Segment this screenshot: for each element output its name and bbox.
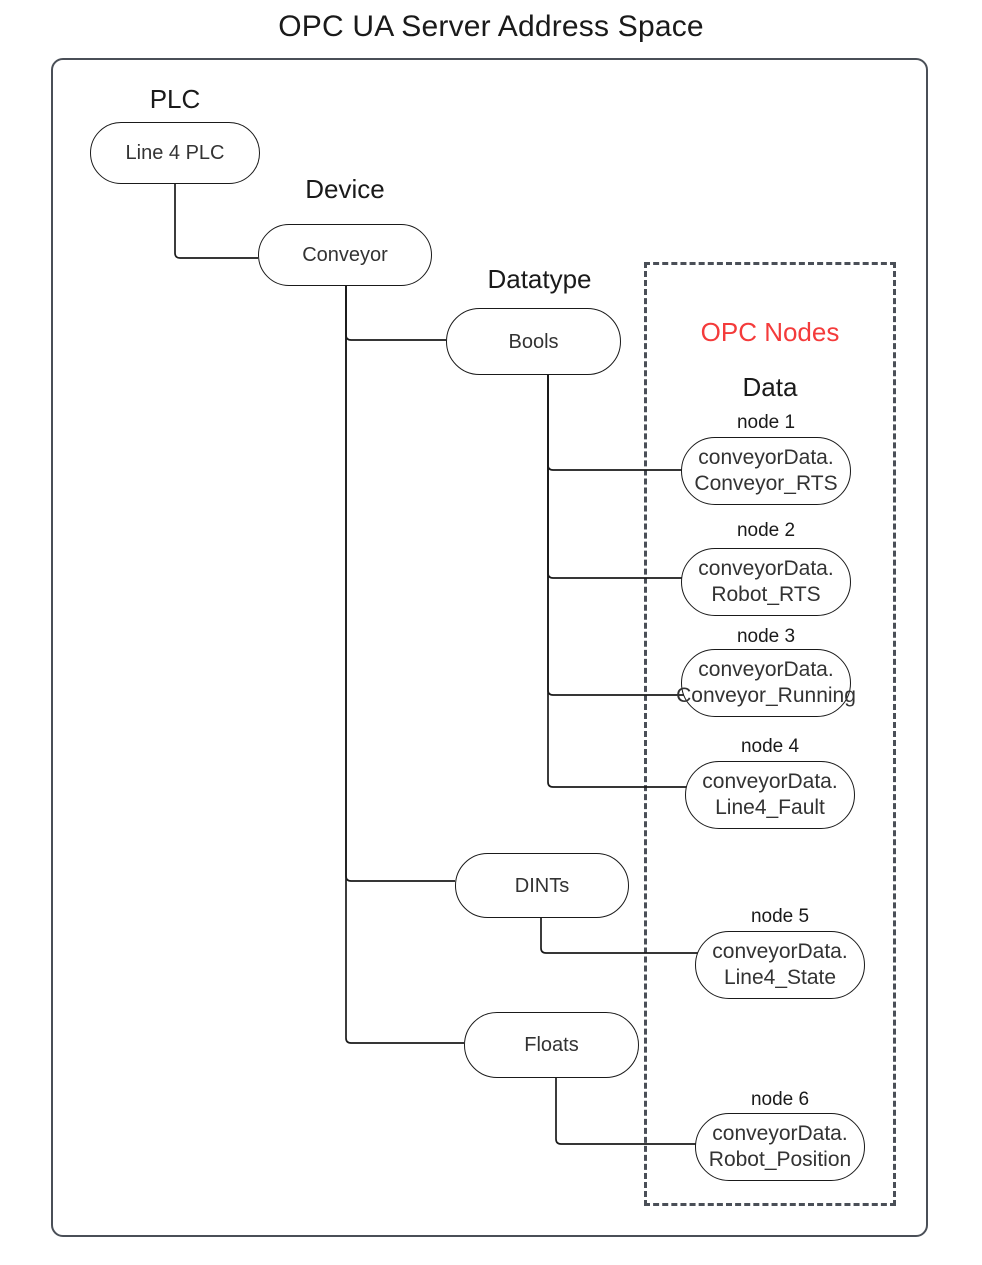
opc-node-2[interactable]: conveyorData. Robot_RTS (681, 548, 851, 616)
node1-caption: node 1 (736, 412, 796, 433)
node-datatype-bools[interactable]: Bools (446, 308, 621, 375)
opc-node-3[interactable]: conveyorData. Conveyor_Running (676, 649, 856, 717)
caption-datatype: Datatype (487, 264, 592, 294)
opc-node-4[interactable]: conveyorData. Line4_Fault (685, 761, 855, 829)
node-datatype-dints[interactable]: DINTs (455, 853, 629, 918)
opc-node-3-label: conveyorData. Conveyor_Running (676, 658, 856, 707)
caption-plc: PLC (149, 84, 201, 114)
node-plc-label: Line 4 PLC (125, 142, 225, 164)
node3-caption: node 3 (736, 626, 796, 647)
opc-node-5-label: conveyorData. Line4_State (712, 940, 848, 989)
opc-node-1[interactable]: conveyorData. Conveyor_RTS (681, 437, 851, 505)
caption-data: Data (742, 372, 798, 402)
caption-opc-nodes: OPC Nodes (700, 317, 840, 347)
node2-caption: node 2 (736, 520, 796, 541)
node-datatype-floats-label: Floats (524, 1034, 579, 1056)
node-device-label: Conveyor (302, 244, 388, 266)
node-plc[interactable]: Line 4 PLC (90, 122, 260, 184)
caption-device: Device (305, 174, 385, 204)
page-title: OPC UA Server Address Space (278, 10, 704, 43)
opc-node-5[interactable]: conveyorData. Line4_State (695, 931, 865, 999)
opc-node-1-label: conveyorData. Conveyor_RTS (694, 446, 838, 495)
node-device-conveyor[interactable]: Conveyor (258, 224, 432, 286)
node6-caption: node 6 (750, 1089, 810, 1110)
opc-nodes-group (644, 262, 896, 1206)
opc-node-6[interactable]: conveyorData. Robot_Position (695, 1113, 865, 1181)
opc-node-2-label: conveyorData. Robot_RTS (698, 557, 834, 606)
node-datatype-floats[interactable]: Floats (464, 1012, 639, 1078)
node-datatype-dints-label: DINTs (514, 874, 570, 897)
node-datatype-bools-label: Bools (508, 330, 559, 353)
address-space-frame (51, 58, 928, 1237)
node4-caption: node 4 (740, 736, 800, 757)
opc-node-4-label: conveyorData. Line4_Fault (702, 770, 838, 819)
opc-node-6-label: conveyorData. Robot_Position (708, 1122, 852, 1171)
node5-caption: node 5 (750, 906, 810, 927)
